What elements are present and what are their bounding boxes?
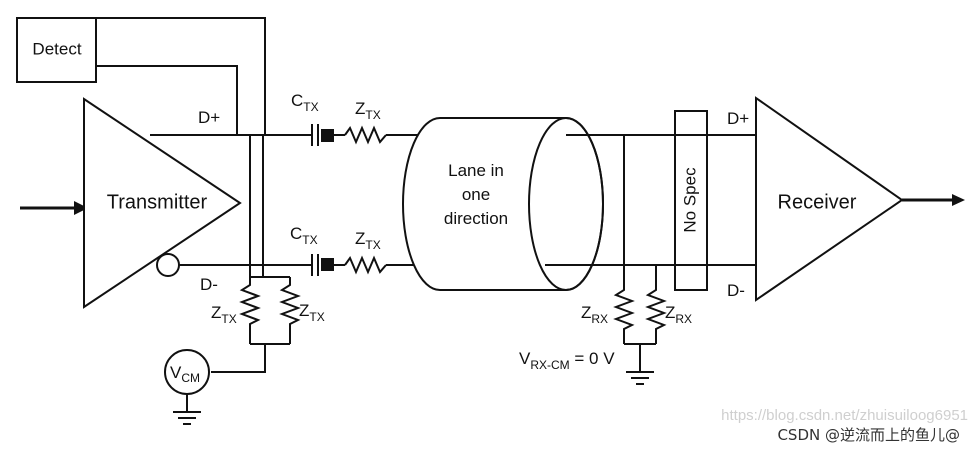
zrx-left-label: ZRX [581,303,608,326]
tx-dplus-label: D+ [198,108,220,127]
lane-label-1: Lane in [448,161,504,180]
detect-block: Detect [16,17,97,83]
watermark-url: https://blog.csdn.net/zhuisuiloog6951 [721,407,968,424]
detect-wire-bottom [96,65,238,135]
input-arrow [20,201,88,215]
detect-wire-top [96,17,266,135]
vrxcm-label: VRX-CM = 0 V [519,349,615,372]
transmitter-block: Transmitter [83,97,242,309]
ztx-top-label: ZTX [355,99,381,122]
ctx-bottom-label: CTX [290,224,318,247]
lane-label-2: one [462,185,490,204]
vcm-label: VCM [170,363,200,385]
inversion-bubble [156,253,180,277]
ground-icon [173,394,201,425]
lane-cylinder: Lane in one direction [402,117,604,291]
no-spec-label: No Spec [680,167,699,233]
rx-term-resistor-right [645,284,667,344]
rx-term-resistor-left [613,284,635,344]
rx-dplus-label: D+ [727,109,749,128]
lane-label-3: direction [444,209,508,228]
ztx-bottom-label: ZTX [355,229,381,252]
zrx-right-label: ZRX [665,303,692,326]
rx-ground-icon [626,344,654,385]
rx-dminus-label: D- [727,281,745,300]
watermark-credit: CSDN @逆流而上的鱼儿@ [777,426,960,444]
tx-term-resistor-right [279,277,301,344]
receiver-label: Receiver [778,191,857,213]
detect-label: Detect [32,39,81,58]
tx-dminus-label: D- [200,275,218,294]
ctx-top-label: CTX [291,91,319,114]
output-arrow [902,194,965,206]
tx-term-resistor-left [239,277,261,344]
tx-coupling-bottom [311,254,415,276]
vcm-wire [211,344,266,373]
ztx-left-label: ZTX [211,303,237,326]
no-spec-block: No Spec [674,110,708,291]
receiver-block: Receiver [755,96,904,302]
ztx-right-label: ZTX [299,301,325,324]
transmitter-label: Transmitter [107,191,208,213]
vcm-source: VCM [164,349,210,395]
